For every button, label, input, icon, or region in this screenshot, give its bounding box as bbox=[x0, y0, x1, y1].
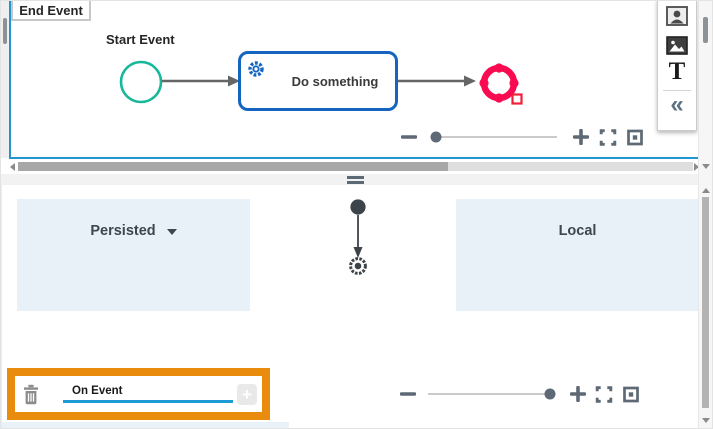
node-handle[interactable] bbox=[509, 78, 519, 88]
zoom-in-icon bbox=[573, 129, 589, 145]
canvas-zoom-controls bbox=[401, 126, 644, 148]
local-label: Local bbox=[558, 223, 597, 239]
slider-handle[interactable] bbox=[544, 388, 556, 400]
panel-splitter[interactable] bbox=[1, 174, 700, 185]
start-event-label: Start Event bbox=[106, 32, 175, 47]
node-handle[interactable] bbox=[494, 63, 504, 73]
resize-handle[interactable] bbox=[511, 93, 523, 105]
sequence-flow-arrow bbox=[162, 75, 240, 87]
event-editor-row-highlighted: + bbox=[7, 368, 270, 420]
add-actor-button[interactable] bbox=[666, 6, 688, 26]
actual-size-button[interactable] bbox=[626, 129, 644, 146]
gear-icon bbox=[248, 61, 264, 77]
panel-zoom-controls bbox=[400, 383, 640, 405]
fit-screen-button[interactable] bbox=[599, 128, 617, 146]
trash-icon bbox=[24, 384, 38, 404]
task-label: Do something bbox=[291, 73, 379, 89]
sequence-flow-arrow bbox=[398, 75, 476, 87]
scroll-right-arrow[interactable] bbox=[694, 163, 699, 171]
task-node[interactable]: Do something bbox=[238, 51, 398, 111]
node-handle[interactable] bbox=[479, 78, 489, 88]
scroll-down-arrow[interactable] bbox=[702, 164, 710, 169]
persisted-dropdown[interactable]: Persisted bbox=[17, 223, 250, 239]
scrollbar-thumb[interactable] bbox=[702, 197, 709, 408]
scroll-left-arrow[interactable] bbox=[10, 163, 15, 171]
collapse-toolbar-button[interactable]: « bbox=[670, 91, 683, 120]
left-vertical-scrollbar[interactable] bbox=[1, 1, 9, 158]
image-icon bbox=[666, 36, 688, 55]
chevron-down-icon bbox=[166, 229, 177, 235]
start-event-node[interactable] bbox=[117, 59, 165, 105]
zoom-slider[interactable] bbox=[427, 128, 559, 146]
row-background-strip bbox=[2, 422, 289, 428]
user-icon bbox=[666, 6, 688, 26]
scrollbar-thumb[interactable] bbox=[703, 17, 708, 43]
data-panel: Persisted Local bbox=[1, 185, 700, 428]
zoom-out-button[interactable] bbox=[401, 129, 417, 145]
event-name-input[interactable] bbox=[63, 385, 233, 403]
collapse-icon: « bbox=[670, 91, 684, 118]
text-tool-icon: T bbox=[668, 58, 686, 85]
end-event-node[interactable] bbox=[474, 57, 526, 109]
scrollbar-thumb[interactable] bbox=[18, 162, 448, 171]
element-palette: T « bbox=[657, 1, 697, 131]
slider-handle[interactable] bbox=[430, 131, 442, 143]
zoom-slider[interactable] bbox=[426, 385, 558, 403]
zoom-out-button[interactable] bbox=[400, 386, 416, 402]
fit-screen-icon bbox=[599, 128, 617, 146]
actual-size-icon bbox=[627, 129, 643, 145]
add-text-button[interactable]: T bbox=[669, 59, 686, 84]
splitter-grip bbox=[347, 181, 364, 184]
horizontal-scrollbar[interactable] bbox=[9, 160, 700, 173]
zoom-out-icon bbox=[401, 135, 417, 139]
right-vertical-scrollbar[interactable] bbox=[698, 1, 712, 428]
persisted-label: Persisted bbox=[90, 223, 156, 239]
scroll-up-arrow[interactable] bbox=[702, 188, 710, 193]
lane-local: Local bbox=[456, 199, 699, 311]
splitter-grip bbox=[347, 176, 364, 179]
scrollbar-thumb[interactable] bbox=[3, 18, 7, 44]
actual-size-icon bbox=[623, 386, 639, 402]
delete-event-button[interactable] bbox=[23, 384, 39, 405]
fit-screen-button[interactable] bbox=[595, 385, 613, 403]
fit-screen-icon bbox=[595, 385, 613, 403]
add-image-button[interactable] bbox=[666, 36, 688, 55]
initial-node[interactable] bbox=[350, 199, 366, 215]
scroll-down-arrow[interactable] bbox=[702, 418, 710, 423]
toolbar-divider bbox=[663, 90, 691, 91]
node-handle[interactable] bbox=[494, 93, 504, 103]
lane-persisted: Persisted bbox=[17, 199, 250, 311]
arrow-down-icon bbox=[353, 247, 363, 258]
zoom-in-button[interactable] bbox=[570, 386, 586, 402]
state-diagram[interactable] bbox=[341, 198, 375, 280]
actual-size-button[interactable] bbox=[622, 386, 640, 403]
zoom-in-button[interactable] bbox=[573, 129, 589, 145]
add-event-button[interactable]: + bbox=[237, 383, 257, 405]
diagram-canvas[interactable]: Start Event Do something End Event bbox=[9, 1, 700, 159]
zoom-in-icon bbox=[570, 386, 586, 402]
zoom-out-icon bbox=[400, 392, 416, 396]
end-event-label[interactable]: End Event bbox=[11, 1, 91, 21]
